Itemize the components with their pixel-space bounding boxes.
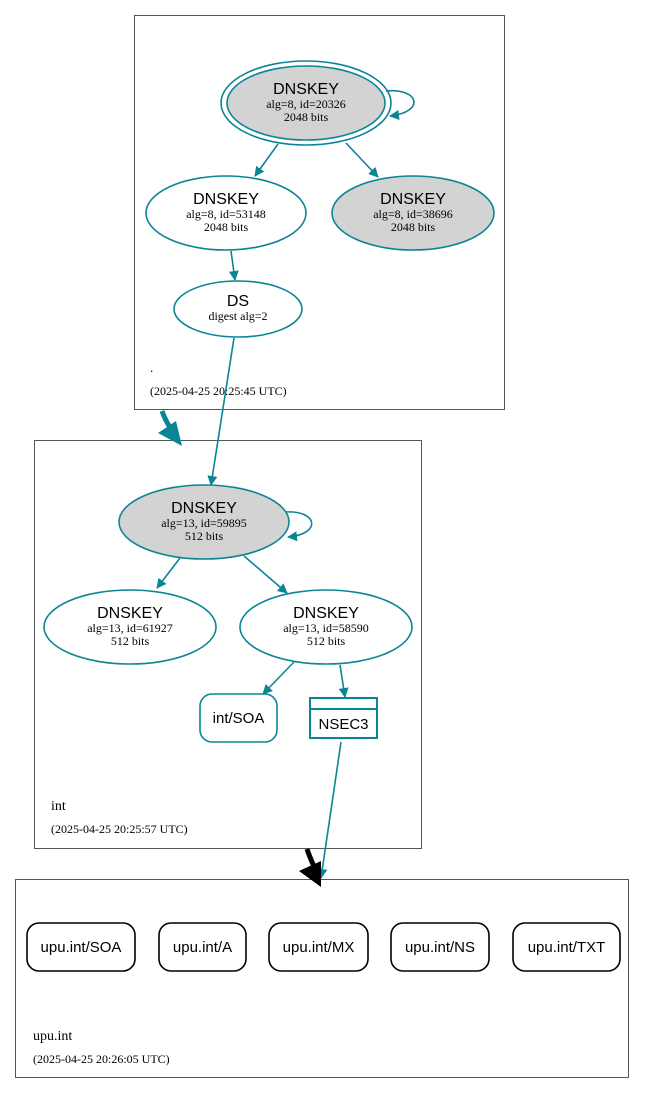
node-int-zsk2[interactable]: DNSKEY alg=13, id=58590 512 bits [239,589,413,665]
node-root-zsk2-title: DNSKEY [380,191,446,208]
node-root-zsk1-size: 2048 bits [204,220,249,234]
node-root-ksk-alg: alg=8, id=20326 [266,97,346,111]
record-upu-mx[interactable]: upu.int/MX [268,922,369,972]
node-ds-title: DS [227,293,249,310]
record-upu-soa-label: upu.int/SOA [41,939,122,956]
zone-root-box [134,15,505,410]
node-int-ksk-size: 512 bits [185,529,224,543]
zone-root-name: . [150,360,153,375]
node-int-ksk-alg: alg=13, id=59895 [161,516,247,530]
edge-int-zsk2-soa [262,661,295,695]
node-int-zsk1-alg: alg=13, id=61927 [87,621,173,635]
node-int-zsk2-size: 512 bits [307,634,346,648]
zone-int-name: int [51,799,66,814]
edge-root-ksk-zsk1 [254,143,279,177]
node-int-ksk-title: DNSKEY [171,500,237,517]
record-upu-mx-label: upu.int/MX [283,939,355,956]
node-nsec3[interactable]: NSEC3 [309,697,378,739]
node-int-zsk1-title: DNSKEY [97,605,163,622]
node-int-ksk[interactable]: DNSKEY alg=13, id=59895 512 bits [118,484,290,560]
edge-root-ksk-self [385,90,415,120]
node-int-soa-label: int/SOA [213,710,265,727]
zone-upu-name: upu.int [33,1029,72,1044]
edge-nsec3-upu [317,741,342,879]
node-root-zsk1-title: DNSKEY [193,191,259,208]
node-nsec3-label: NSEC3 [318,716,368,733]
node-int-zsk2-title: DNSKEY [293,605,359,622]
record-upu-a-label: upu.int/A [173,939,232,956]
edge-int-ksk-zsk1 [156,557,181,589]
edge-root-ksk-zsk2 [345,142,379,178]
record-upu-soa[interactable]: upu.int/SOA [26,922,136,972]
node-int-zsk2-alg: alg=13, id=58590 [283,621,369,635]
node-root-zsk1-alg: alg=8, id=53148 [186,207,266,221]
node-ds[interactable]: DS digest alg=2 [173,280,303,338]
node-root-zsk2-size: 2048 bits [391,220,436,234]
zone-upu-timestamp: (2025-04-25 20:26:05 UTC) [33,1052,170,1066]
zone-root-timestamp: (2025-04-25 20:25:45 UTC) [150,384,287,398]
node-int-zsk1-size: 512 bits [111,634,150,648]
record-upu-txt[interactable]: upu.int/TXT [512,922,621,972]
node-root-ksk-size: 2048 bits [284,110,329,124]
node-root-zsk2-alg: alg=8, id=38696 [373,207,453,221]
node-int-zsk1[interactable]: DNSKEY alg=13, id=61927 512 bits [43,589,217,665]
record-upu-a[interactable]: upu.int/A [158,922,247,972]
node-root-ksk[interactable]: DNSKEY alg=8, id=20326 2048 bits [220,60,392,146]
edge-int-zsk2-nsec3 [338,664,349,698]
delegation-arrow-root-int [158,410,182,446]
edge-zsk1-ds [228,250,239,281]
node-root-zsk2[interactable]: DNSKEY alg=8, id=38696 2048 bits [331,175,495,251]
record-upu-ns[interactable]: upu.int/NS [390,922,490,972]
node-ds-digest: digest alg=2 [208,309,267,323]
delegation-arrow-int-upu [299,848,321,887]
record-upu-txt-label: upu.int/TXT [528,939,606,956]
node-int-soa[interactable]: int/SOA [199,693,278,743]
zone-int-timestamp: (2025-04-25 20:25:57 UTC) [51,822,188,836]
node-root-ksk-title: DNSKEY [273,81,339,98]
zone-int-box [34,440,422,849]
edge-int-ksk-zsk2 [243,555,288,594]
node-root-zsk1[interactable]: DNSKEY alg=8, id=53148 2048 bits [145,175,307,251]
edge-ds-int-ksk [207,337,235,486]
zone-upu-box [15,879,629,1078]
edge-int-ksk-self [284,511,313,542]
record-upu-ns-label: upu.int/NS [405,939,475,956]
